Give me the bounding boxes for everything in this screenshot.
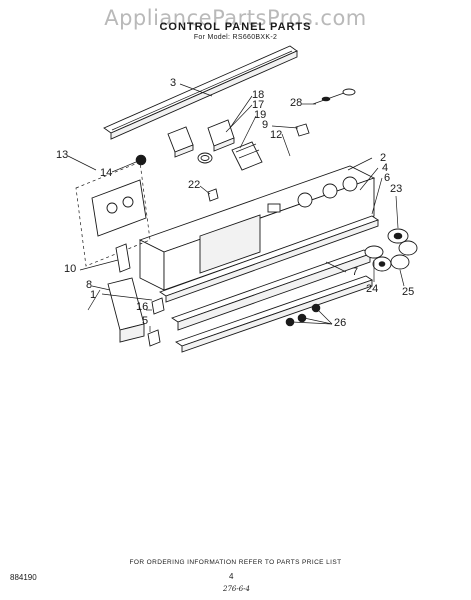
- part-control-panel: [138, 165, 376, 291]
- leader-lines: [67, 83, 405, 332]
- callout-7: 7: [352, 266, 359, 278]
- part-small-bracket: [207, 188, 219, 202]
- callout-10: 10: [64, 263, 77, 275]
- callout-9: 9: [262, 119, 269, 131]
- watermark: AppliancePartsPros.com: [104, 6, 367, 30]
- callout-3: 3: [170, 77, 177, 89]
- part-knob-group: [364, 228, 418, 272]
- ordering-info: FOR ORDERING INFORMATION REFER TO PARTS …: [129, 559, 342, 566]
- part-clip: [231, 123, 310, 171]
- callout-19: 19: [254, 109, 267, 121]
- callout-23: 23: [390, 183, 403, 195]
- part-end-cap: [107, 277, 145, 343]
- document-number: 884190: [10, 573, 37, 582]
- callout-13: 13: [56, 149, 69, 161]
- callout-16: 16: [136, 301, 149, 313]
- callout-2: 2: [380, 152, 387, 164]
- part-retainer-clip: [115, 243, 131, 273]
- part-trim-strip: [103, 45, 298, 140]
- callout-8: 8: [86, 279, 93, 291]
- part-bottom-strip: [174, 275, 374, 353]
- part-wire-sensor: [312, 88, 356, 105]
- callout-28: 28: [290, 97, 303, 109]
- model-line: For Model: RS660BXK-2: [193, 34, 278, 41]
- part-switch-housing: [75, 154, 151, 267]
- callout-4: 4: [382, 162, 389, 174]
- page-title: CONTROL PANEL PARTS: [159, 21, 312, 33]
- page-number: 4: [229, 572, 234, 581]
- callout-26: 26: [334, 317, 347, 329]
- part-panel-strip: [159, 215, 379, 303]
- callout-22: 22: [188, 179, 201, 191]
- callout-14: 14: [100, 167, 113, 179]
- part-foot: [147, 297, 165, 347]
- callout-12: 12: [270, 129, 283, 141]
- callout-18: 18: [252, 89, 265, 101]
- part-nuts: [285, 303, 321, 327]
- part-switch-group: [167, 119, 235, 164]
- callout-1: 1: [90, 289, 97, 301]
- callout-6: 6: [384, 172, 391, 184]
- callout-24: 24: [366, 283, 379, 295]
- callout-17: 17: [252, 99, 265, 111]
- callout-5: 5: [142, 315, 149, 327]
- callout-25: 25: [402, 286, 415, 298]
- handwritten-note: 276-6-4: [223, 585, 250, 593]
